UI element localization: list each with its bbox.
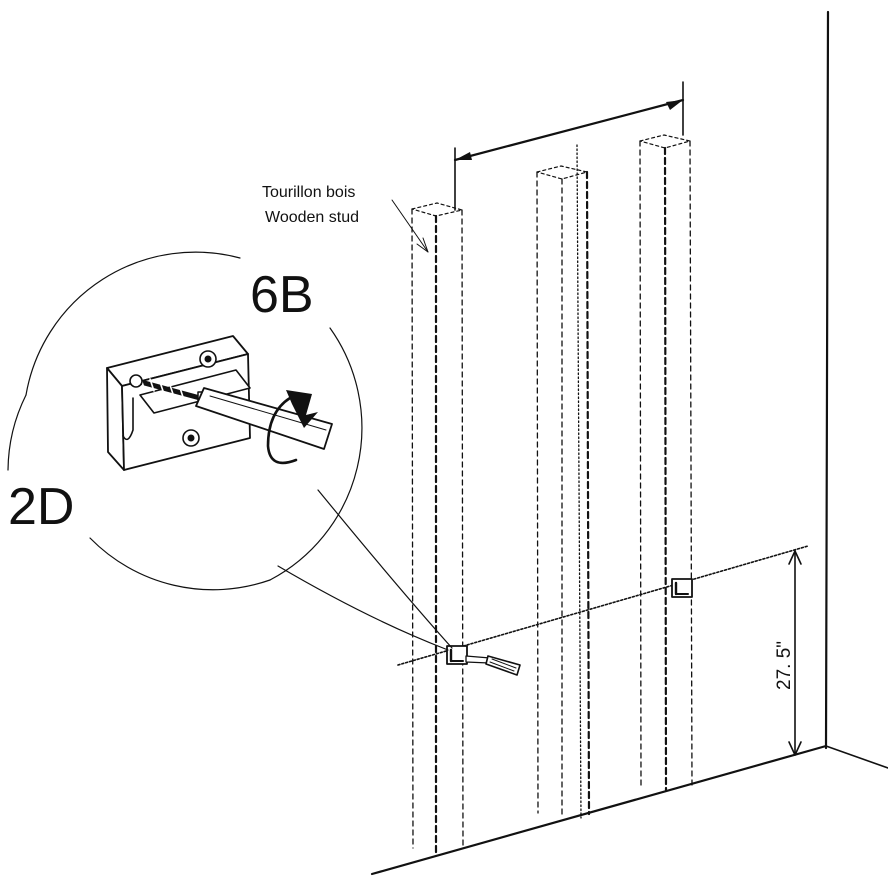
stud-center-line bbox=[576, 144, 582, 819]
stud-label-en: Wooden stud bbox=[265, 209, 359, 226]
room-walls bbox=[370, 10, 888, 876]
stud-spacing-dimension bbox=[453, 81, 685, 211]
stud-label-fr: Tourillon bois bbox=[262, 184, 355, 201]
callout-label-2d: 2D bbox=[8, 478, 74, 536]
bracket-zoom-detail bbox=[106, 335, 251, 471]
rotation-arrow-icon bbox=[266, 390, 318, 465]
wooden-stud-right bbox=[639, 134, 693, 792]
callout-label-6b: 6B bbox=[250, 266, 314, 324]
stud-label-leader bbox=[391, 199, 429, 253]
wooden-stud-left bbox=[411, 202, 464, 854]
screwdriver-small bbox=[465, 655, 521, 676]
height-dimension bbox=[788, 550, 802, 756]
magnify-callout bbox=[7, 251, 453, 651]
height-dimension-label: 27. 5" bbox=[774, 641, 795, 690]
bracket-right bbox=[671, 578, 693, 598]
mounting-level-line bbox=[397, 545, 809, 666]
bracket-left bbox=[446, 645, 468, 665]
screwdriver-zoom bbox=[195, 387, 333, 450]
wooden-stud-middle bbox=[536, 165, 591, 819]
